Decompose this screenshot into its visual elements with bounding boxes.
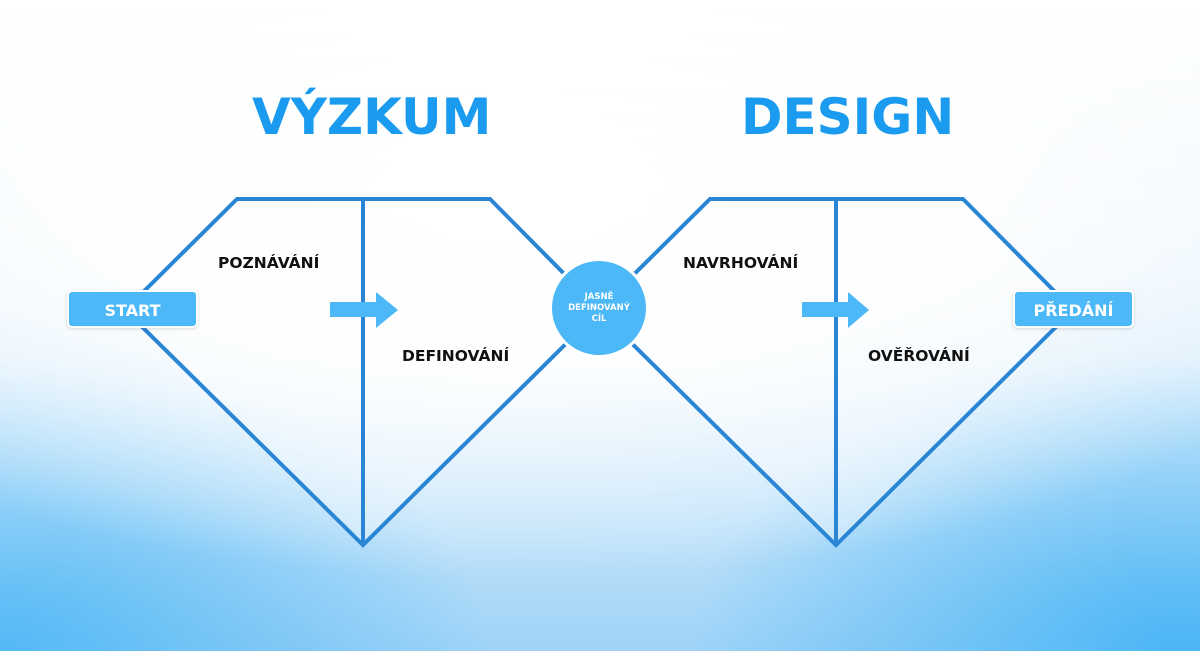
goal-text-line: CÍL xyxy=(591,313,607,324)
phase-label-deliver: OVĚŘOVÁNÍ xyxy=(868,347,970,365)
start-badge: START xyxy=(67,290,198,328)
phase-label-define: DEFINOVÁNÍ xyxy=(402,347,510,365)
phase-label-develop: NAVRHOVÁNÍ xyxy=(683,254,799,272)
goal-circle: JASNĚ DEFINOVANÝ CÍL xyxy=(549,258,649,358)
arrow-right-icon xyxy=(330,292,398,328)
research-heading: VÝZKUM xyxy=(252,88,492,146)
phase-label-discover: POZNÁVÁNÍ xyxy=(218,254,320,272)
goal-text-line: JASNĚ xyxy=(584,291,614,302)
handoff-badge: PŘEDÁNÍ xyxy=(1013,290,1134,328)
design-heading: DESIGN xyxy=(741,88,955,146)
arrow-right-icon xyxy=(802,292,869,328)
goal-text-line: DEFINOVANÝ xyxy=(568,302,630,313)
